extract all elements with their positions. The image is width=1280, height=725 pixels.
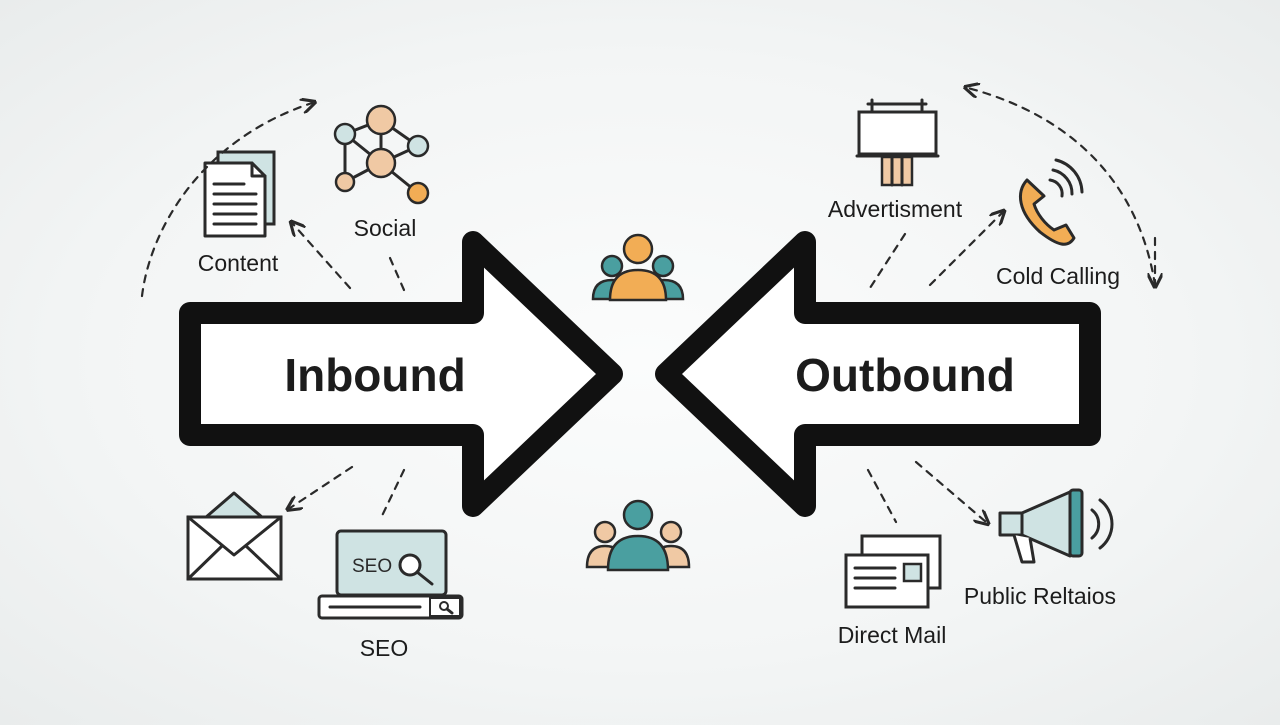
- envelope-icon: [186, 491, 283, 581]
- advertisment-label: Advertisment: [828, 196, 963, 222]
- seo-laptop-icon: SEO: [317, 529, 464, 620]
- network-icon: [333, 104, 430, 205]
- document-icon: [203, 150, 276, 238]
- cold-calling-label: Cold Calling: [996, 263, 1120, 289]
- inbound-label: Inbound: [284, 349, 465, 401]
- social-label: Social: [354, 215, 417, 241]
- mail-stack-icon: [844, 534, 942, 609]
- seo-label: SEO: [360, 635, 409, 661]
- outbound-connectors: [866, 88, 1155, 522]
- people-group-icon: [585, 499, 691, 572]
- content-label: Content: [198, 250, 279, 276]
- phone-icon: [1019, 158, 1084, 246]
- outbound-label: Outbound: [795, 349, 1015, 401]
- megaphone-icon: [998, 488, 1114, 564]
- seo-screen-text: SEO: [352, 556, 392, 577]
- inbound-connectors: [140, 103, 406, 522]
- outbound-arrow: [655, 231, 1101, 517]
- inbound-arrow: [179, 231, 623, 517]
- people-group-icon: [591, 233, 685, 302]
- direct-mail-label: Direct Mail: [838, 622, 947, 648]
- public-relations-label: Public Reltaios: [964, 583, 1116, 609]
- billboard-icon: [855, 98, 940, 187]
